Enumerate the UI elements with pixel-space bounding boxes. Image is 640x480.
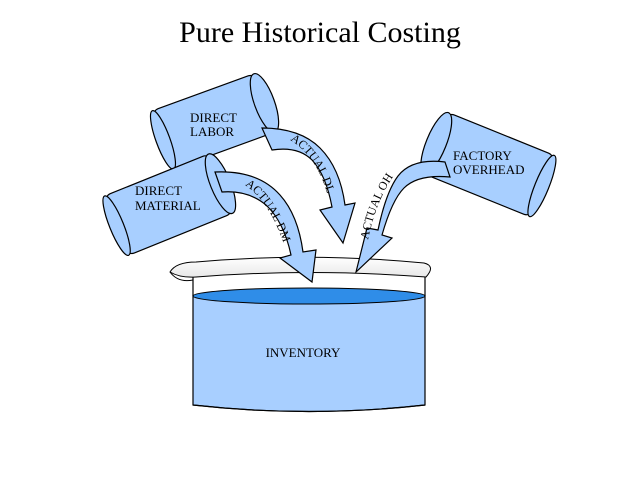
page-title: Pure Historical Costing bbox=[179, 16, 461, 49]
factory-overhead-label-2: OVERHEAD bbox=[453, 162, 525, 177]
factory-overhead-label-1: FACTORY bbox=[453, 148, 512, 163]
direct-labor-label-1: DIRECT bbox=[190, 110, 237, 125]
direct-material-label-1: DIRECT bbox=[135, 183, 182, 198]
direct-labor-label-2: LABOR bbox=[190, 124, 234, 139]
inventory-beaker: INVENTORY bbox=[169, 256, 431, 413]
actual-dl-arrow bbox=[261, 127, 356, 245]
actual-oh-arrow bbox=[354, 160, 451, 274]
inventory-label: INVENTORY bbox=[266, 345, 341, 360]
inventory-liquid-surface bbox=[192, 287, 426, 305]
direct-labor-container bbox=[149, 73, 280, 170]
actual-dm-arrow bbox=[214, 171, 317, 284]
direct-material-label-2: MATERIAL bbox=[135, 198, 201, 213]
